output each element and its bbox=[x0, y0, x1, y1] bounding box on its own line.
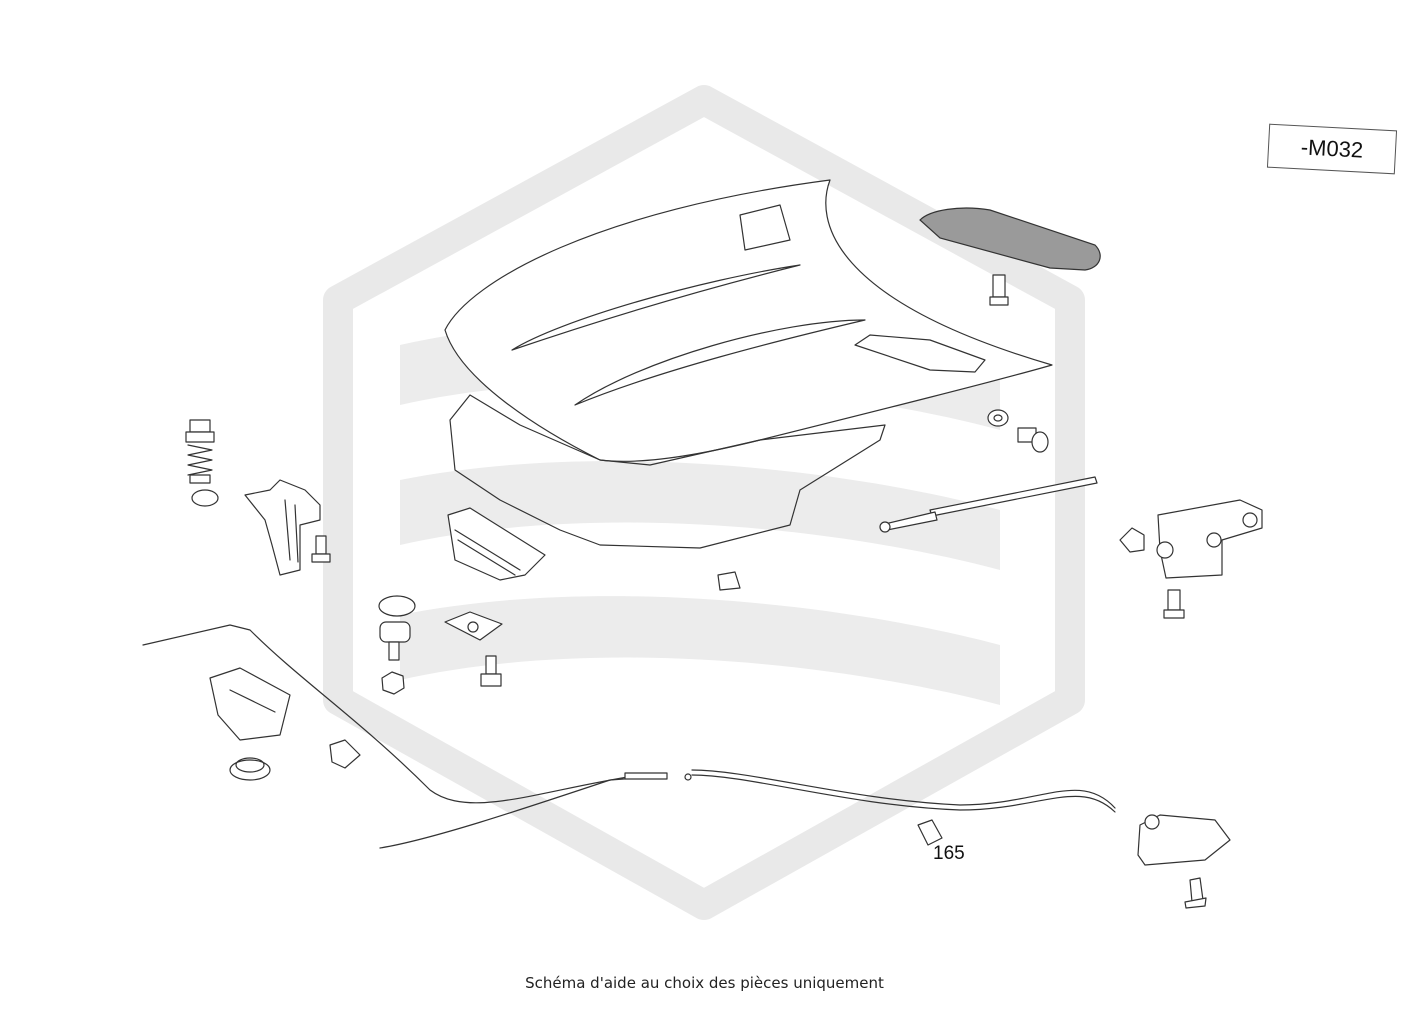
self-tapping-screw bbox=[1184, 877, 1207, 909]
hex-nut bbox=[381, 671, 405, 695]
hood-panel bbox=[444, 179, 1053, 549]
hinge-bolt bbox=[1163, 589, 1185, 619]
rubber-buffer bbox=[379, 621, 411, 661]
release-handle bbox=[1137, 814, 1231, 866]
bracket-bolt bbox=[311, 535, 331, 563]
o-ring bbox=[191, 489, 219, 507]
reference-code-box: -M032 bbox=[1266, 123, 1398, 175]
spring-latch bbox=[185, 419, 215, 484]
bump-stop bbox=[1017, 427, 1049, 453]
rubber-washer bbox=[987, 409, 1009, 427]
watermark-logo bbox=[323, 85, 1085, 920]
cable-clip bbox=[329, 739, 361, 769]
grille-mesh bbox=[919, 207, 1101, 271]
gas-strut bbox=[879, 476, 1098, 533]
release-cable-right bbox=[684, 769, 1116, 813]
part-number-label: 165 bbox=[933, 843, 965, 864]
lock-bracket bbox=[244, 479, 321, 576]
grommet bbox=[229, 757, 271, 781]
reference-code: -M032 bbox=[1300, 134, 1364, 163]
striker-plate bbox=[444, 611, 503, 641]
air-duct bbox=[447, 507, 546, 581]
release-cable bbox=[142, 624, 668, 849]
part-165-clip bbox=[917, 819, 943, 846]
hood-lock bbox=[209, 667, 291, 741]
diagram-caption: Schéma d'aide au choix des pièces unique… bbox=[525, 974, 884, 992]
push-clip bbox=[717, 571, 741, 591]
hood-hinge-right bbox=[1119, 499, 1263, 579]
stud-bolt bbox=[989, 274, 1009, 306]
gasket-ring bbox=[378, 595, 416, 617]
striker-bolt bbox=[480, 655, 502, 687]
